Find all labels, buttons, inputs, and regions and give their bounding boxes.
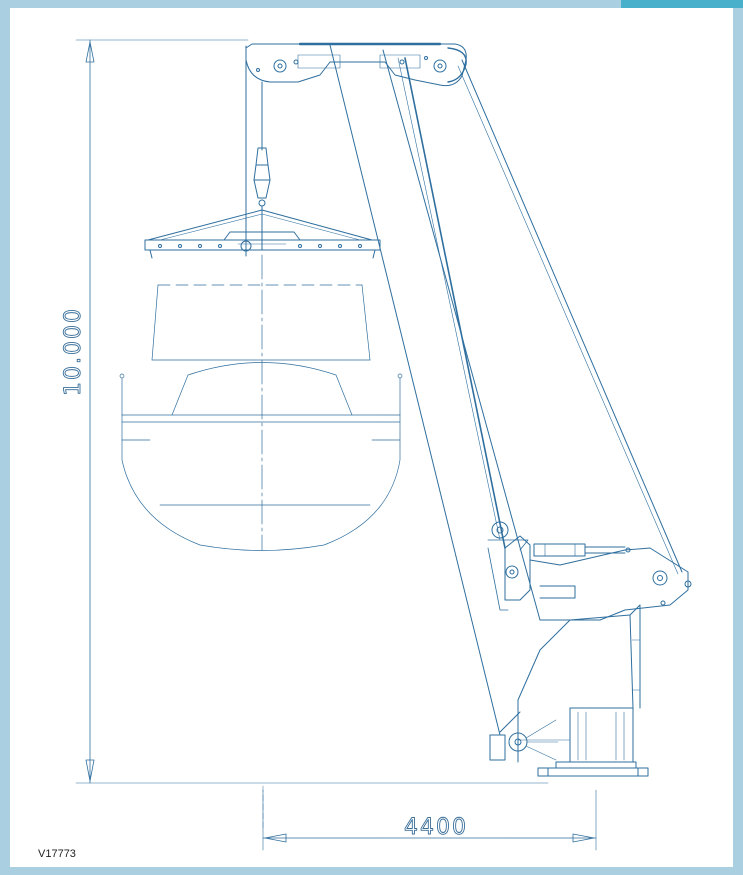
boom-stay-rope [457,59,683,575]
width-dimension-label: 4400 [404,815,468,840]
lifeboat-outline [119,254,403,551]
width-dimension: 4400 [262,789,597,851]
frame-accent-tab [621,0,743,8]
crane-pedestal [489,604,649,777]
boom-head [245,42,467,87]
main-boom [329,44,541,736]
height-dimension: 10.000 [61,39,549,784]
hoist-assembly [245,45,271,251]
drawing-code: V17773 [38,848,76,860]
height-dimension-label: 10.000 [61,307,86,396]
knuckle-housing [504,535,692,621]
spreader-bar [144,209,381,259]
